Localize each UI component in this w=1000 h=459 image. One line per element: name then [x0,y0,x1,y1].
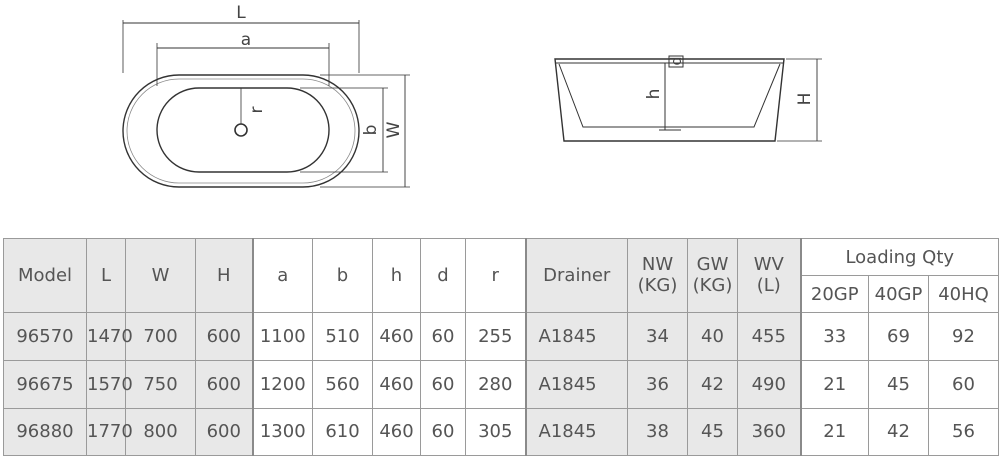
header-wv-unit: (L) [756,275,781,297]
dim-label-H: H [795,93,815,106]
cell-drainer: A1845 [524,311,628,362]
cell-drainer: A1845 [524,360,628,409]
cell-b: 610 [312,407,373,457]
dim-label-a: a [241,30,251,50]
header-model: Model [3,238,87,313]
cell-W: 750 [125,360,196,409]
cell-nw: 36 [627,360,688,409]
header-wv: WV(L) [737,238,801,313]
cell-wv: 360 [737,407,801,457]
cell-wv: 490 [737,360,801,409]
tub-inner-profile [558,63,781,128]
dim-label-d: d [669,57,685,66]
dim-label-W: W [384,121,404,138]
header-W: W [125,238,196,313]
header-r: r [465,238,526,313]
table-subheader-row: 20GP 40GP 40HQ [4,275,1000,313]
cell-H: 600 [195,311,253,362]
header-gw-label: GW [696,254,729,276]
cell-wv: 455 [737,311,801,362]
drain-icon [234,123,248,137]
cell-d: 60 [420,407,466,457]
cell-a: 1200 [251,360,313,409]
header-H: H [195,238,253,313]
cell-drainer: A1845 [524,407,628,457]
cell-gw: 45 [687,407,738,457]
cell-h: 460 [372,407,421,457]
cell-L: 1570 [86,360,133,409]
header-nw: NW(KG) [627,238,688,313]
cell-40gp: 69 [868,311,929,362]
header-a: a [251,238,313,313]
header-40gp: 40GP [868,275,929,313]
cell-r: 280 [465,360,526,409]
cell-20gp: 21 [799,360,869,409]
table-row: 96570 1470 700 600 1100 510 460 60 255 A… [3,311,1000,362]
cell-W: 700 [125,311,196,362]
header-nw-unit: (KG) [637,275,678,297]
cell-20gp: 21 [799,407,869,457]
cell-H: 600 [195,360,253,409]
cell-h: 460 [372,311,421,362]
cell-a: 1300 [251,407,313,457]
cell-L: 1470 [86,311,133,362]
cell-20gp: 33 [799,311,869,362]
cell-40gp: 45 [868,360,929,409]
header-L: L [86,238,126,313]
cell-h: 460 [372,360,421,409]
side-view-drawing [554,55,822,142]
cell-b: 560 [312,360,373,409]
dim-label-r: r [247,107,267,114]
header-nw-label: NW [641,254,674,276]
cell-model: 96570 [3,311,87,362]
header-gw: GW(KG) [687,238,738,313]
header-h: h [372,238,421,313]
cell-r: 255 [465,311,526,362]
bathtub-drawings: L a r b W h d H [122,3,822,188]
cell-d: 60 [420,311,466,362]
header-gw-unit: (KG) [692,275,733,297]
header-drainer: Drainer [524,238,628,313]
cell-40gp: 42 [868,407,929,457]
header-loading-qty: Loading Qty [799,237,1000,277]
top-view-drawing [122,20,410,188]
cell-gw: 42 [687,360,738,409]
dim-label-b: b [361,125,381,136]
outer-rim-inner-outline [126,78,356,184]
outer-rim-outline [122,74,360,188]
table-row: 96880 1770 800 600 1300 610 460 60 305 A… [3,407,1000,457]
cell-40hq: 60 [927,360,1000,409]
cell-nw: 38 [627,407,688,457]
cell-b: 510 [312,311,373,362]
cell-model: 96675 [3,360,87,409]
dim-label-L: L [236,3,246,23]
tub-outer-profile [554,58,785,142]
dim-label-h: h [644,89,664,100]
cell-H: 600 [195,407,253,457]
header-d: d [420,238,466,313]
cell-40hq: 92 [927,311,1000,362]
table-header-row: Model L W H a b h d r Drainer NW(KG) GW(… [3,237,1000,313]
cell-W: 800 [125,407,196,457]
cell-L: 1770 [86,407,133,457]
cell-d: 60 [420,360,466,409]
spec-table: Model L W H a b h d r Drainer NW(KG) GW(… [3,237,1000,457]
table-row: 96675 1570 750 600 1200 560 460 60 280 A… [3,360,1000,409]
header-20gp: 20GP [799,275,869,313]
header-40hq: 40HQ [927,275,1000,313]
cell-40hq: 56 [927,407,1000,457]
cell-gw: 40 [687,311,738,362]
header-b: b [312,238,373,313]
cell-nw: 34 [627,311,688,362]
basin-outline [156,87,330,173]
cell-model: 96880 [3,407,87,457]
cell-a: 1100 [251,311,313,362]
header-wv-label: WV [753,254,784,276]
cell-r: 305 [465,407,526,457]
